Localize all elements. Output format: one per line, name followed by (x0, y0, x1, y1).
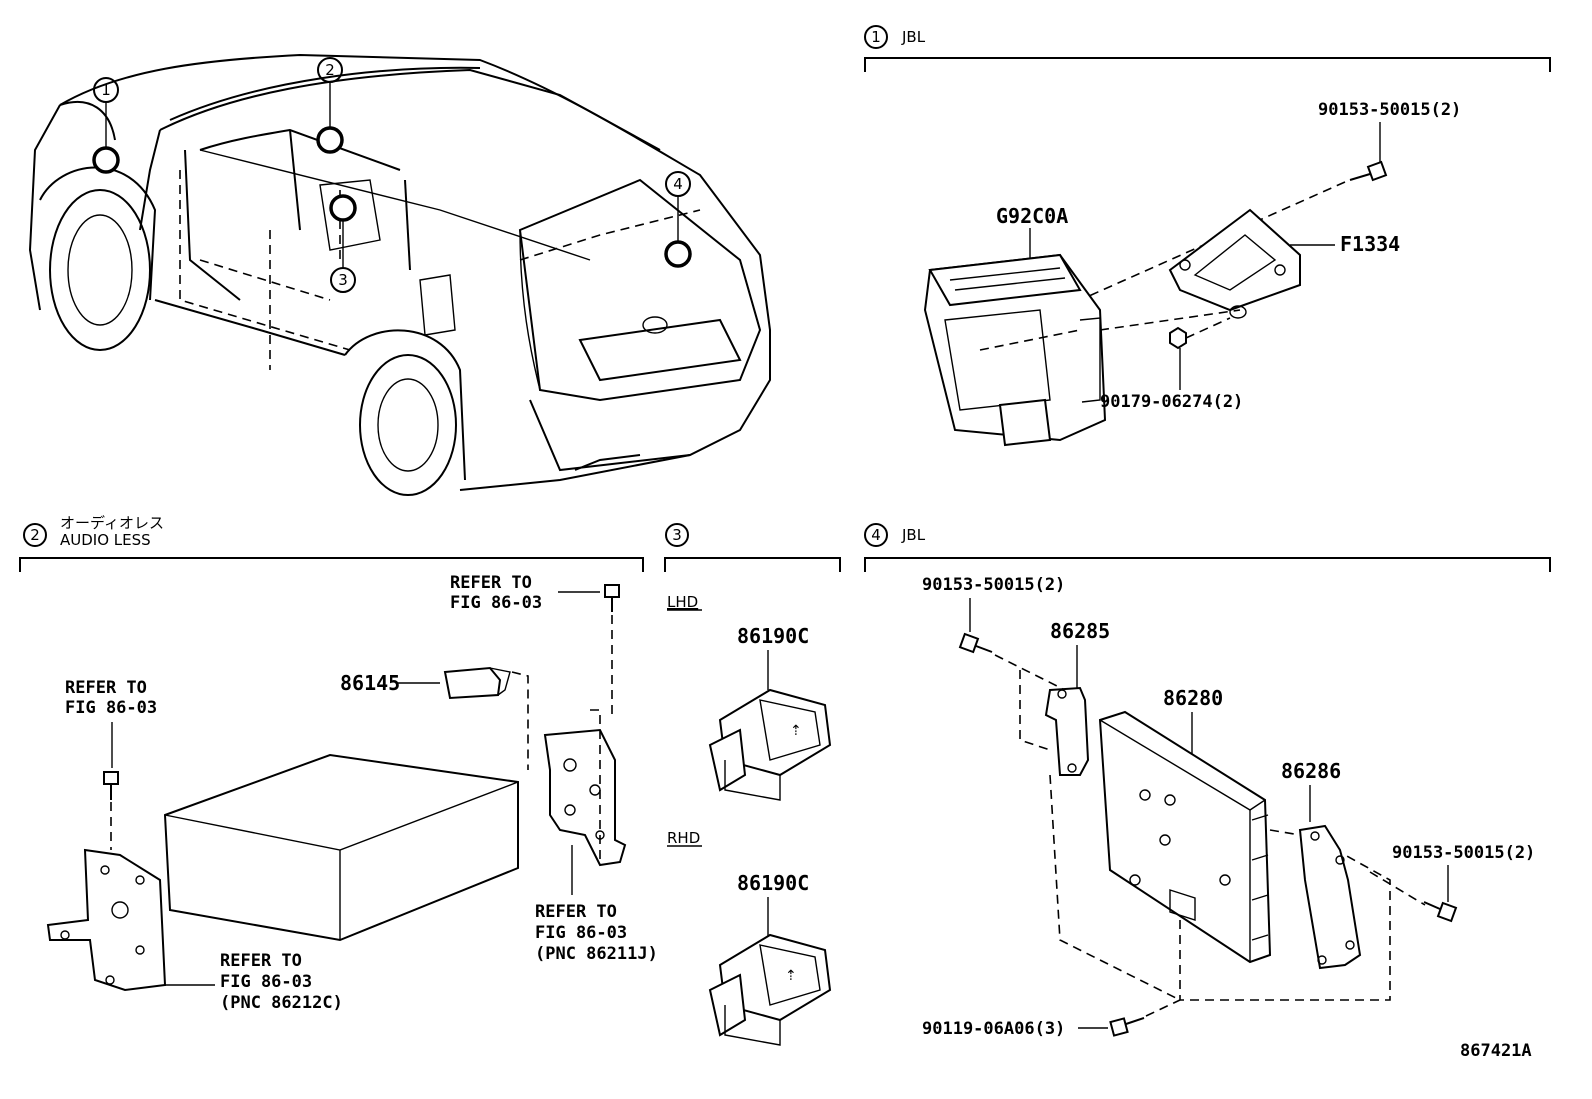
left-mounting-bracket (46, 848, 167, 992)
label-refer-top-2: FIG 86-03 (450, 593, 542, 613)
section-4-number: 4 (871, 526, 881, 544)
section-1-bracket (864, 57, 1551, 72)
label-refer-bottom-2: FIG 86-03 (220, 972, 312, 992)
right-mounting-bracket (543, 728, 627, 867)
label-86285: 86285 (1050, 619, 1110, 643)
section-3-usb: 3 LHD 86190C ⇡ RHD 86190C ⇡ (664, 523, 841, 1046)
label-86190c-rhd: 86190C (737, 871, 809, 895)
label-refer-left-1: REFER TO (65, 678, 147, 698)
section-2-title-jp: オーディオレス (60, 514, 164, 532)
vehicle-illustration (28, 53, 771, 496)
jbl-module (923, 253, 1107, 447)
label-90153-50015-left: 90153-50015(2) (922, 575, 1065, 595)
usb-icon: ⇡ (790, 723, 802, 739)
section-2-title-en: AUDIO LESS (60, 531, 151, 549)
bolt-icon (1109, 1017, 1145, 1037)
label-90119-06a06: 90119-06A06(3) (922, 1019, 1065, 1039)
audio-less-cover-box (163, 753, 519, 942)
callout-4-label: 4 (673, 175, 683, 193)
bracket-f1334 (1168, 208, 1301, 312)
section-1-jbl: 1 JBL 90153-50015(2) G92C0A F1334 (864, 25, 1551, 447)
label-g92c0a: G92C0A (996, 204, 1068, 228)
section-4-jbl: 4 JBL 90153-50015(2) 86285 86280 (864, 523, 1551, 1039)
screw-icon (604, 584, 620, 612)
bracket-86286 (1298, 824, 1362, 970)
section-3-number: 3 (672, 526, 682, 544)
callout-1-label: 1 (101, 81, 111, 99)
callout-3-marker (329, 194, 357, 222)
callout-2-marker (316, 126, 344, 154)
car-callouts: 1 2 3 4 (92, 57, 692, 293)
bolt-icon (1349, 160, 1388, 182)
label-refer-right-3: (PNC 86211J) (535, 944, 658, 964)
callout-2-label: 2 (325, 61, 335, 79)
label-rhd: RHD (667, 829, 700, 847)
label-refer-left-2: FIG 86-03 (65, 698, 157, 718)
label-f1334: F1334 (1340, 232, 1400, 256)
callout-4-marker (664, 240, 692, 268)
callout-1-marker (92, 146, 120, 174)
bolt-icon (1423, 901, 1458, 923)
section-3-bracket (664, 557, 841, 572)
label-refer-top-1: REFER TO (450, 573, 532, 593)
amplifier-86280 (1098, 710, 1272, 964)
connector-86145 (443, 666, 511, 700)
label-refer-right-1: REFER TO (535, 902, 617, 922)
label-refer-bottom-1: REFER TO (220, 951, 302, 971)
label-refer-bottom-3: (PNC 86212C) (220, 993, 343, 1013)
nut-icon (1169, 326, 1187, 350)
bracket-86285 (1044, 686, 1090, 776)
label-86190c-lhd: 86190C (737, 624, 809, 648)
bolt-icon (958, 632, 993, 654)
usb-port-lhd: ⇡ (708, 688, 832, 801)
label-refer-right-2: FIG 86-03 (535, 923, 627, 943)
section-1-number: 1 (871, 28, 881, 46)
section-2-number: 2 (30, 526, 40, 544)
label-90179-06274: 90179-06274(2) (1100, 392, 1243, 412)
section-4-bracket (864, 557, 1551, 572)
section-4-title: JBL (901, 526, 926, 544)
label-86286: 86286 (1281, 759, 1341, 783)
figure-id: 867421A (1460, 1041, 1532, 1061)
screw-icon (103, 771, 119, 800)
callout-3-label: 3 (338, 271, 348, 289)
label-90153-50015-right: 90153-50015(2) (1392, 843, 1535, 863)
label-86280: 86280 (1163, 686, 1223, 710)
section-1-title: JBL (901, 28, 926, 46)
usb-port-rhd: ⇡ (708, 933, 832, 1046)
label-90153-50015-top: 90153-50015(2) (1318, 100, 1461, 120)
section-2-bracket (19, 557, 644, 572)
label-lhd: LHD (667, 593, 698, 611)
usb-icon: ⇡ (785, 968, 797, 984)
section-2-audio-less: 2 オーディオレス AUDIO LESS REFER TO FIG 86-03 … (19, 514, 658, 1013)
label-86145: 86145 (340, 671, 400, 695)
